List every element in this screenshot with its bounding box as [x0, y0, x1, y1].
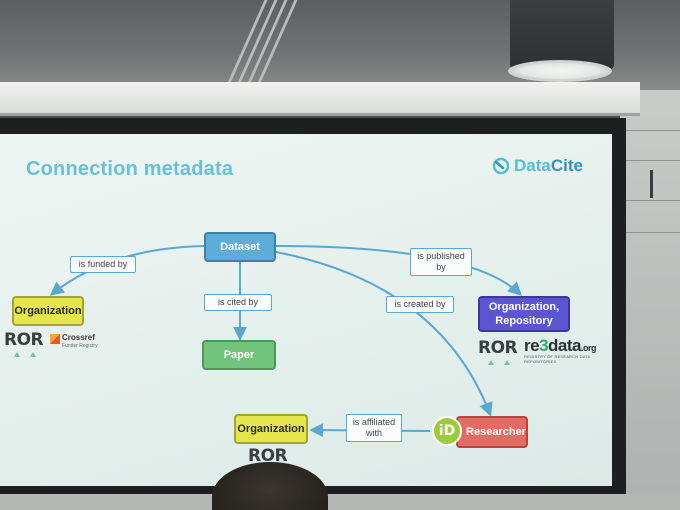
- projector-screen-housing: [0, 82, 640, 116]
- spotlight-light: [508, 60, 612, 82]
- wall-panel-line: [624, 232, 680, 233]
- orcid-icon: iD: [432, 416, 462, 446]
- link-dataset-researcher: [275, 251, 493, 417]
- re3data-subtitle: REGISTRY OF RESEARCH DATA REPOSITORIES: [524, 354, 591, 364]
- label-is-published-by: is published by: [410, 248, 472, 276]
- ror-logo-mark-icon: [488, 360, 494, 365]
- ror-logo-mark-icon: [30, 352, 36, 357]
- ror-logo-mark-icon: [14, 352, 20, 357]
- link-dataset-repository: [275, 245, 523, 296]
- side-wall: [620, 90, 680, 510]
- crossref-logo-icon: [50, 334, 60, 344]
- node-organization-affiliation: Organization: [234, 414, 308, 444]
- ror-logo-icon: ROR: [248, 446, 288, 466]
- node-dataset: Dataset: [204, 232, 276, 262]
- spotlight-housing: [510, 0, 614, 70]
- ceiling-cable: [243, 0, 288, 92]
- presentation-slide: Connection metadata DataCite Dataset Org…: [0, 134, 612, 486]
- re3data-wordmark: re3data.org: [524, 336, 597, 355]
- node-paper: Paper: [202, 340, 276, 370]
- datacite-logo-icon: [492, 157, 510, 175]
- brand-name: DataCite: [514, 156, 583, 175]
- ror-logo-icon: ROR: [478, 338, 518, 358]
- label-is-funded-by: is funded by: [70, 256, 136, 273]
- screen-bottom-ledge: [0, 494, 680, 510]
- datacite-brand: DataCite: [492, 156, 583, 176]
- wall-mark: [650, 170, 653, 198]
- ror-logo-icon: ROR: [4, 330, 44, 350]
- node-organization-repository: Organization, Repository: [478, 296, 570, 332]
- crossref-subtitle: Funder Registry: [62, 343, 98, 349]
- audience-head: [212, 462, 328, 510]
- wall-panel-line: [624, 130, 680, 131]
- slide-title: Connection metadata: [26, 158, 234, 180]
- wall-panel-line: [624, 160, 680, 161]
- ror-logo-mark-icon: [504, 360, 510, 365]
- node-researcher: Researcher: [456, 416, 528, 448]
- label-is-cited-by: is cited by: [204, 294, 272, 311]
- wall-panel-line: [624, 200, 680, 201]
- ceiling-cable: [233, 0, 278, 92]
- node-organization-funder: Organization: [12, 296, 84, 326]
- label-is-created-by: is created by: [386, 296, 454, 313]
- label-is-affiliated-with: is affiliated with: [346, 414, 402, 442]
- re3data-logo: re3data.org REGISTRY OF RESEARCH DATA RE…: [524, 336, 612, 364]
